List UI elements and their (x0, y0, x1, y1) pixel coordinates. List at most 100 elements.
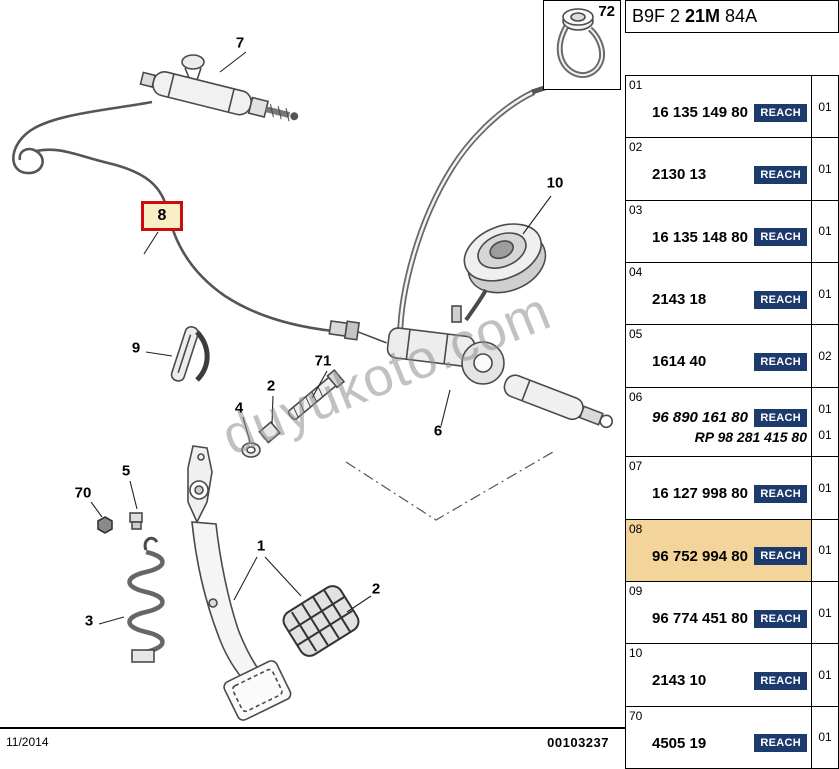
qty-cell: 01 (811, 706, 838, 768)
row-index: 01 (629, 78, 643, 92)
callout-71[interactable]: 71 (314, 352, 332, 370)
qty-value: 02 (818, 348, 832, 363)
part-number: 16 135 149 80 (652, 104, 748, 122)
qty-cell: 01 01 (811, 387, 838, 457)
qty-cell: 01 (811, 519, 838, 581)
qty-value: 01 (818, 286, 832, 301)
reach-badge[interactable]: REACH (754, 609, 807, 628)
qty-cell: 01 (811, 457, 838, 519)
spring-3-drawing (127, 536, 165, 663)
revision-date: 11/2014 (6, 735, 49, 749)
callout-2-pad[interactable]: 2 (371, 580, 381, 598)
qty-value: 01 (818, 605, 832, 620)
row-main: 08 96 752 994 80 REACH (626, 519, 811, 581)
figure-code-header: B9F 2 21M 84A (625, 0, 839, 33)
part-number: 2130 13 (652, 166, 707, 184)
qty-cell: 01 (811, 262, 838, 325)
part-row-04[interactable]: 04 2143 18 REACH 01 (626, 261, 838, 325)
qty-cell: 01 (811, 138, 838, 200)
reach-badge[interactable]: REACH (754, 408, 807, 427)
part-row-06[interactable]: 06 96 890 161 80 REACH RP 98 281 415 80 … (626, 386, 838, 457)
reach-badge[interactable]: REACH (754, 103, 807, 122)
row-main: 02 2130 13 REACH (626, 138, 811, 199)
callout-70[interactable]: 70 (74, 484, 92, 502)
part-row-02[interactable]: 02 2130 13 REACH 01 (626, 137, 838, 200)
qty-value: 01 (818, 99, 832, 114)
callout-1[interactable]: 1 (256, 537, 266, 555)
replacement-part-number: RP 98 281 415 80 (694, 428, 807, 445)
reference-lines (345, 451, 554, 521)
figure-code-bold: 21M (685, 6, 721, 26)
callout-3[interactable]: 3 (84, 612, 94, 630)
parts-list-pane: B9F 2 21M 84A 01 16 135 149 80 REACH 01 (625, 0, 839, 769)
part-row-08-selected[interactable]: 08 96 752 994 80 REACH 01 (626, 518, 838, 581)
qty-value: 01 (818, 667, 832, 682)
reach-badge[interactable]: REACH (754, 734, 807, 753)
part-row-07[interactable]: 07 16 127 998 80 REACH 01 (626, 456, 838, 519)
reach-badge[interactable]: REACH (754, 547, 807, 566)
inset-72-drawing (556, 8, 606, 78)
part-number: 2143 18 (652, 291, 707, 309)
callout-5[interactable]: 5 (121, 462, 131, 480)
qty-cell: 01 (811, 644, 838, 706)
qty-cell: 01 (811, 200, 838, 262)
row-index: 04 (629, 264, 643, 279)
row-index: 06 (629, 389, 643, 404)
row-main: 06 96 890 161 80 REACH RP 98 281 415 80 (626, 388, 811, 457)
diagram-footer: 11/2014 00103237 (0, 727, 625, 769)
row-index: 02 (629, 140, 643, 155)
part-row-10[interactable]: 10 2143 10 REACH 01 (626, 643, 838, 706)
reach-badge[interactable]: REACH (754, 165, 807, 184)
figure-code-prefix: B9F 2 (632, 6, 681, 26)
leader-lines (90, 51, 552, 625)
qty-value: 01 (818, 224, 832, 239)
grommet-10-drawing (463, 223, 547, 322)
callout-72: 72 (598, 3, 615, 20)
qty-value-replacement: 01 (818, 427, 832, 442)
row-main: 70 4505 19 REACH (626, 707, 811, 768)
row-main: 03 16 135 148 80 REACH (626, 201, 811, 262)
part-row-03[interactable]: 03 16 135 148 80 REACH 01 (626, 199, 838, 262)
callout-10[interactable]: 10 (546, 174, 564, 192)
qty-value: 01 (818, 730, 832, 745)
inset-part-72[interactable]: 72 (543, 0, 621, 90)
part-number: 16 127 998 80 (652, 485, 748, 503)
reach-badge[interactable]: REACH (754, 228, 807, 247)
callout-9[interactable]: 9 (131, 339, 141, 357)
callout-7[interactable]: 7 (235, 34, 245, 52)
row-main: 09 96 774 451 80 REACH (626, 582, 811, 643)
row-main: 10 2143 10 REACH (626, 644, 811, 705)
row-index: 70 (629, 708, 643, 723)
callout-8-selected[interactable]: 8 (141, 201, 183, 231)
part-number: 4505 19 (652, 734, 707, 752)
qty-value: 01 (818, 543, 832, 558)
part-row-05[interactable]: 05 1614 40 REACH 02 (626, 324, 838, 387)
reach-badge[interactable]: REACH (754, 671, 807, 690)
master-cylinder-7-drawing (139, 54, 299, 122)
callout-2-upper[interactable]: 2 (266, 377, 276, 395)
pedal-assembly-1-drawing (187, 445, 292, 721)
part-number-superseded: 96 890 161 80 (652, 409, 748, 427)
part-row-70[interactable]: 70 4505 19 REACH 01 (626, 705, 838, 769)
callout-4[interactable]: 4 (234, 399, 244, 417)
reach-badge[interactable]: REACH (754, 290, 807, 309)
parts-table: 01 16 135 149 80 REACH 01 02 2130 13 REA… (625, 75, 839, 769)
pedal-pad-2-drawing (282, 585, 360, 657)
part-number: 96 752 994 80 (652, 547, 748, 565)
callout-8-label: 8 (157, 207, 167, 224)
reach-badge[interactable]: REACH (754, 484, 807, 503)
part-number: 2143 10 (652, 672, 707, 690)
row-main: 01 16 135 149 80 REACH (626, 76, 811, 137)
row-index: 08 (629, 521, 643, 536)
part-row-09[interactable]: 09 96 774 451 80 REACH 01 (626, 580, 838, 644)
reach-badge[interactable]: REACH (754, 352, 807, 371)
callout-6[interactable]: 6 (433, 422, 443, 440)
part-row-01[interactable]: 01 16 135 149 80 REACH 01 (626, 75, 838, 138)
document-number: 00103237 (547, 735, 609, 750)
figure-code-suffix: 84A (725, 6, 758, 26)
pin-assembly-drawing (241, 369, 346, 458)
diagram-pane: duyukoto.com 7 8 9 71 2 4 6 10 5 70 1 2 … (0, 0, 625, 769)
nut-70-drawing (97, 516, 113, 534)
qty-cell: 01 (811, 581, 838, 644)
